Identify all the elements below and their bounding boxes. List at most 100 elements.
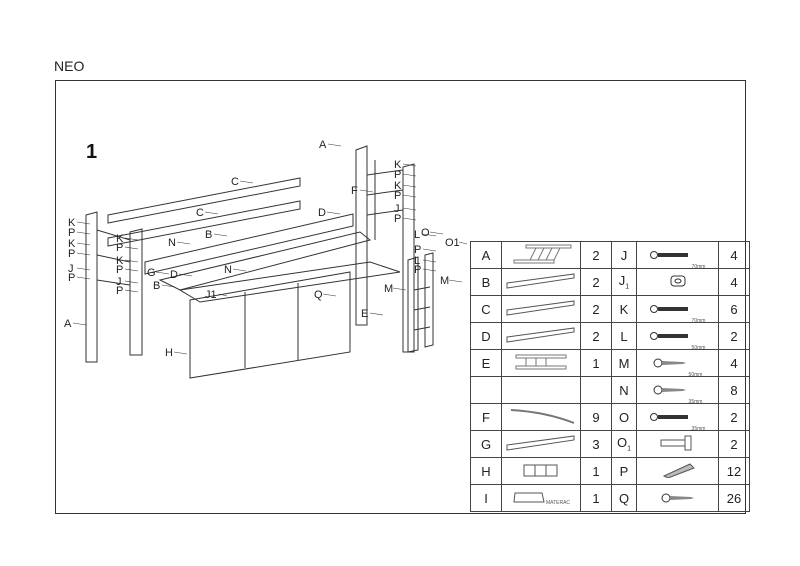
parts-row: N 35mm 8 — [470, 376, 750, 405]
diagram-label-g: G — [147, 267, 156, 279]
hardware-quantity: 4 — [718, 268, 750, 296]
part-quantity: 3 — [580, 430, 612, 458]
diagram-label-e: E — [361, 308, 368, 320]
part-image — [501, 457, 581, 485]
bolt-icon — [649, 302, 690, 317]
leader-line — [327, 143, 342, 147]
part-quantity — [580, 376, 612, 404]
part-letter: H — [470, 457, 502, 485]
hardware-image — [636, 484, 719, 512]
part-quantity: 9 — [580, 403, 612, 431]
part-image — [501, 268, 581, 296]
diagram-label-o1: O1 — [445, 237, 460, 249]
hardware-image — [636, 430, 719, 458]
nut-icon — [670, 275, 686, 290]
diagram-label-n: N — [168, 237, 176, 249]
diagram-label-a: A — [64, 318, 72, 330]
hardware-letter: Q — [611, 484, 637, 512]
diagram-label-c: C — [196, 207, 204, 219]
part-letter: E — [470, 349, 502, 377]
diagram-label-l: L — [414, 229, 420, 241]
leader-line — [76, 242, 91, 246]
leader-line — [124, 246, 139, 250]
diagram-label-p: P — [68, 272, 75, 284]
hardware-letter: O1 — [611, 430, 637, 458]
leader-line — [76, 252, 91, 256]
part-letter: B — [470, 268, 502, 296]
hardware-length: 35mm — [691, 425, 706, 432]
part-quantity: 2 — [580, 241, 612, 269]
diagram-label-m: M — [384, 283, 393, 295]
leader-line — [448, 279, 463, 283]
leader-line — [239, 180, 254, 184]
part-image — [501, 322, 581, 350]
part-letter: D — [470, 322, 502, 350]
leader-line — [218, 293, 228, 297]
hardware-quantity: 6 — [718, 295, 750, 323]
diagram-label-j: J — [68, 263, 74, 275]
leader-line — [124, 280, 139, 284]
leader-line — [176, 241, 191, 245]
diagram-label-j: J — [116, 276, 122, 288]
screw-icon — [661, 491, 695, 506]
leader-line — [178, 273, 193, 277]
hardware-quantity: 4 — [718, 349, 750, 377]
part-image — [501, 349, 581, 377]
diagram-label-p: P — [116, 242, 123, 254]
diagram-label-b: B — [153, 280, 160, 292]
product-title: NEO — [54, 58, 85, 74]
diagram-label-m: M — [440, 275, 449, 287]
leader-line — [402, 173, 417, 177]
part-image — [501, 430, 581, 458]
hardware-length: 50mm — [691, 344, 706, 351]
leader-line — [359, 189, 374, 193]
hardware-length: 35mm — [688, 398, 703, 405]
part-letter: A — [470, 241, 502, 269]
hardware-letter: J — [611, 241, 637, 269]
hardware-length: 70mm — [691, 263, 706, 270]
leader-line — [402, 194, 417, 198]
leader-line — [72, 322, 87, 326]
leader-line — [326, 211, 341, 215]
part-image: MATERAC — [501, 484, 581, 512]
parts-row: F 9 O 35mm 2 — [470, 403, 750, 432]
dowel-icon — [660, 462, 696, 481]
hardware-image: 50mm — [636, 322, 719, 351]
leader-line — [76, 267, 91, 271]
bolt-icon — [649, 410, 690, 425]
step-number: 1 — [86, 141, 97, 163]
parts-row: I MATERAC 1 Q 26 — [470, 484, 750, 512]
diagram-label-k: K — [394, 159, 402, 171]
part-image — [501, 376, 581, 404]
hardware-letter: J1 — [611, 268, 637, 296]
leader-line — [124, 237, 139, 241]
leader-line — [429, 231, 444, 235]
hardware-letter: N — [611, 376, 637, 404]
leader-line — [124, 268, 139, 272]
leader-line — [402, 217, 417, 221]
leader-line — [402, 163, 417, 167]
diagram-label-p: P — [394, 169, 401, 181]
diagram-label-k: K — [394, 180, 402, 192]
leader-line — [124, 289, 139, 293]
hardware-quantity: 8 — [718, 376, 750, 404]
part-letter — [470, 376, 502, 404]
diagram-label-q: Q — [314, 289, 323, 301]
screw-icon — [653, 383, 687, 398]
part-image — [501, 241, 581, 269]
leader-line — [76, 231, 91, 235]
hardware-letter: M — [611, 349, 637, 377]
part-letter: C — [470, 295, 502, 323]
part-quantity: 1 — [580, 484, 612, 512]
leader-line — [161, 284, 176, 288]
part-letter: F — [470, 403, 502, 431]
diagram-label-b: B — [205, 229, 212, 241]
hardware-quantity: 2 — [718, 403, 750, 431]
leader-line — [422, 233, 437, 237]
leader-line — [76, 221, 91, 225]
parts-row: G 3 O1 2 — [470, 430, 750, 458]
leader-line — [232, 268, 247, 272]
hardware-letter: K — [611, 295, 637, 323]
